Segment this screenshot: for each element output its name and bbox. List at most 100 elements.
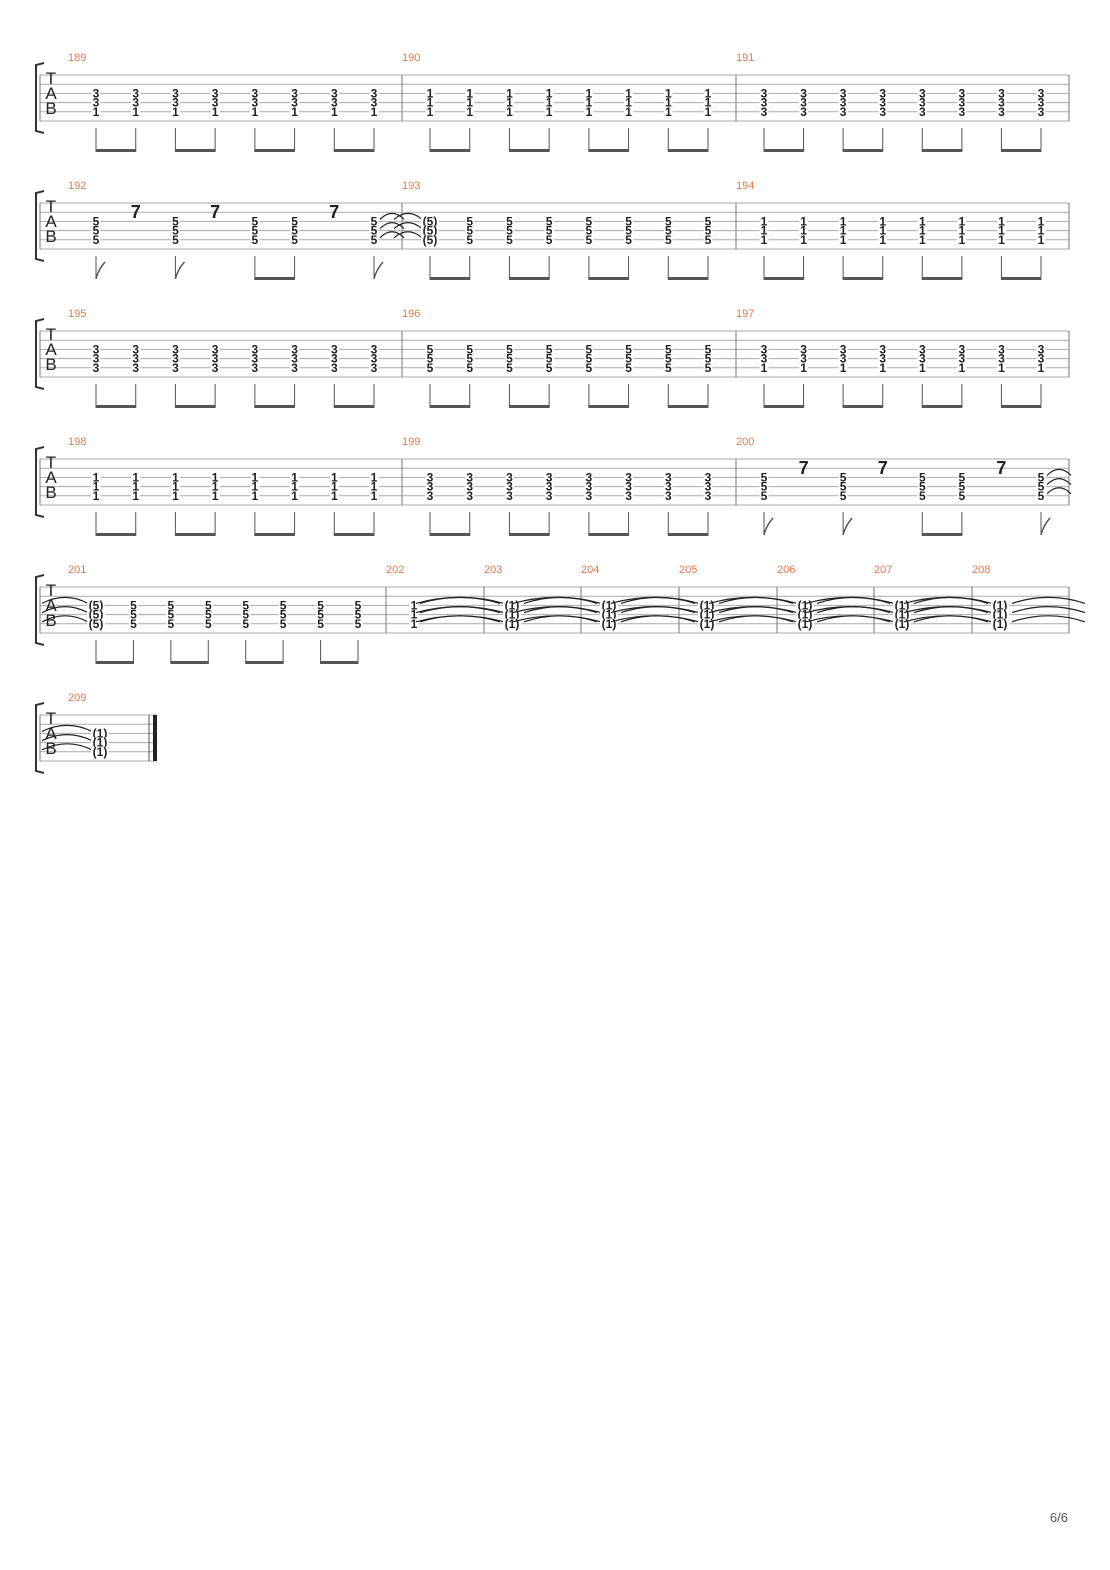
fret-bg — [210, 88, 220, 99]
measure-194-fret: 1 — [998, 214, 1005, 228]
fret-bg — [465, 362, 475, 373]
fret-bg — [703, 88, 713, 99]
measure-192-tie — [379, 222, 405, 230]
measure-193-fret: 5 — [466, 233, 473, 247]
measure-205-tie — [610, 615, 700, 623]
measure-199-fret: 3 — [546, 480, 553, 494]
measure-number: 199 — [402, 436, 420, 448]
measure-208-tie — [1011, 596, 1086, 604]
measure-205-fret: (1) — [700, 617, 715, 631]
fret-bg — [128, 618, 138, 629]
measure-191-fret: 3 — [840, 105, 847, 119]
fret-bg — [838, 88, 848, 99]
fret-bg — [170, 472, 180, 483]
fret-bg — [329, 481, 339, 492]
measure-193-tie — [393, 231, 423, 239]
measure-191-fret: 3 — [800, 105, 807, 119]
fret-bg — [544, 106, 554, 117]
fret-bg — [203, 609, 213, 620]
measure-198-fret: 1 — [291, 480, 298, 494]
fret-bg — [131, 353, 141, 364]
measure-198-fret: 1 — [371, 489, 378, 503]
measure-191-fret: 3 — [800, 86, 807, 100]
measure-195-fret: 3 — [93, 342, 100, 356]
measure-203-tie — [415, 606, 505, 614]
measure-193-fret: 5 — [546, 224, 553, 238]
measure-195-fret: 3 — [371, 342, 378, 356]
measure-number: 209 — [68, 692, 86, 704]
measure-194-fret: 1 — [919, 224, 926, 238]
measure-196-fret: 5 — [705, 361, 712, 375]
note-beam — [95, 405, 137, 408]
note-beam — [170, 661, 209, 664]
measure-200-fret: 5 — [959, 489, 966, 503]
measure-number: 189 — [68, 52, 86, 64]
measure-197-fret: 3 — [761, 352, 768, 366]
fret-bg — [584, 353, 594, 364]
measure-208-tie — [903, 606, 993, 614]
measure-195-fret: 3 — [132, 352, 139, 366]
measure-190-fret: 1 — [546, 86, 553, 100]
fret-bg — [544, 362, 554, 373]
measure-195-fret: 3 — [212, 342, 219, 356]
fret-bg — [250, 481, 260, 492]
measure-195-fret: 3 — [132, 342, 139, 356]
fret-bg — [91, 746, 109, 757]
measure-200-fret: 5 — [919, 470, 926, 484]
fret-bg — [87, 618, 105, 629]
fret-bg — [703, 344, 713, 355]
measure-193-fret: 5 — [586, 233, 593, 247]
fret-bg — [290, 216, 300, 227]
fret-bg — [504, 97, 514, 108]
measure-192-fret: 5 — [172, 214, 179, 228]
fret-bg — [893, 609, 911, 620]
fret-bg — [369, 216, 379, 227]
fret-bg — [409, 618, 419, 629]
measure-195-fret: 3 — [132, 361, 139, 375]
fret-bg — [759, 106, 769, 117]
measure-190-fret: 1 — [427, 86, 434, 100]
measure-196-fret: 5 — [427, 361, 434, 375]
note-beam — [921, 149, 963, 152]
measure-196-fret: 5 — [546, 352, 553, 366]
measure-189-fret: 3 — [371, 96, 378, 110]
measure-195-fret: 3 — [252, 342, 259, 356]
fret-bg — [584, 88, 594, 99]
measure-198-fret: 1 — [252, 470, 259, 484]
tab-clef-letter: T — [46, 581, 56, 600]
tab-clef-letter: T — [46, 325, 56, 344]
fret-bg — [425, 353, 435, 364]
fret-bg — [663, 88, 673, 99]
eighth-rest: 7 — [210, 202, 220, 222]
measure-201-fret: 5 — [280, 598, 287, 612]
fret-bg — [369, 225, 379, 236]
fret-bg — [278, 609, 288, 620]
fret-bg — [250, 234, 260, 245]
measure-199-fret: 3 — [586, 470, 593, 484]
tab-clef-letter: A — [45, 212, 57, 231]
system-bracket — [35, 318, 45, 390]
measure-191-fret: 3 — [1038, 105, 1045, 119]
fret-bg — [316, 618, 326, 629]
fret-bg — [878, 344, 888, 355]
measure-203-fret: (1) — [505, 608, 520, 622]
fret-bg — [250, 490, 260, 501]
fret-bg — [624, 225, 634, 236]
measure-189-fret: 3 — [172, 96, 179, 110]
note-flag — [763, 517, 774, 536]
measure-209-tie — [41, 724, 93, 732]
note-beam — [763, 405, 805, 408]
fret-bg — [544, 234, 554, 245]
measure-189-fret: 3 — [93, 86, 100, 100]
measure-196-fret: 5 — [427, 342, 434, 356]
measure-192-fret: 5 — [371, 224, 378, 238]
fret-bg — [759, 234, 769, 245]
fret-bg — [465, 88, 475, 99]
fret-bg — [917, 106, 927, 117]
fret-bg — [838, 97, 848, 108]
fret-bg — [421, 234, 439, 245]
fret-bg — [698, 600, 716, 611]
fret-bg — [329, 362, 339, 373]
fret-bg — [917, 344, 927, 355]
fret-bg — [759, 344, 769, 355]
